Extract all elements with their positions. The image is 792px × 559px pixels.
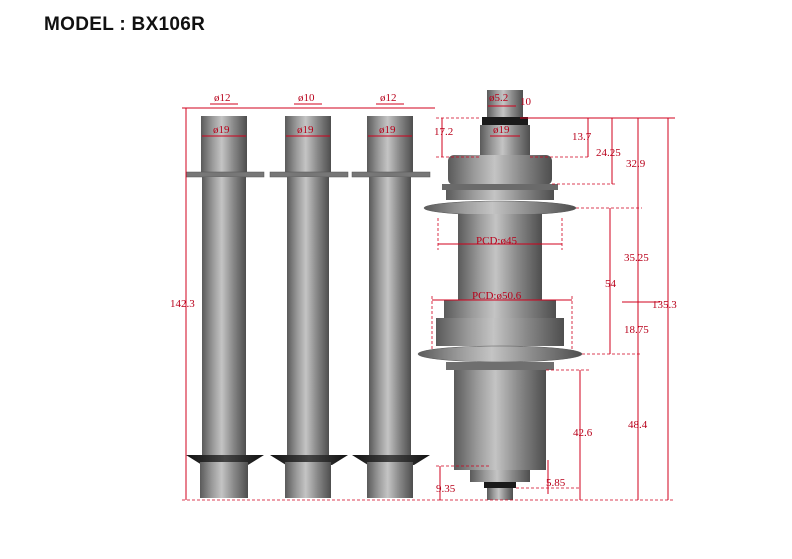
axle-offset-label: 9.35 [436,483,456,495]
axle2-shoulder-diameter: ø19 [297,124,314,136]
dim-32-9: 32.9 [626,158,646,170]
axle1-shoulder-diameter: ø19 [213,124,230,136]
hub-end-length: 10 [520,96,532,108]
model-title: MODEL : BX106R [44,14,206,35]
dim-42-6: 42.6 [573,427,593,439]
dim-24-25: 24.25 [596,147,621,159]
dim-18-75: 18.75 [624,324,649,336]
hub-dimension-lines [431,105,675,501]
axle-2 [269,116,349,498]
dim-54: 54 [605,278,617,290]
dim-5-85: 5.85 [546,477,566,489]
axle2-end-diameter: ø10 [298,92,315,104]
cap-height-label: 17.2 [434,126,453,138]
pcd-50-6-label: PCD:ø50.6 [472,290,522,302]
axle-dimension-lines [182,103,490,501]
dim-35-25: 35.25 [624,252,649,264]
axle-1 [185,116,265,498]
axle1-end-diameter: ø12 [214,92,231,104]
hub-shoulder-diameter: ø19 [493,124,510,136]
dim-13-7: 13.7 [572,131,592,143]
axle3-end-diameter: ø12 [380,92,397,104]
axle-3 [351,116,431,498]
pcd-45-label: PCD:ø45 [476,235,517,247]
axle-length-label: 142.3 [170,298,195,310]
hub-end-diameter: ø5.2 [489,92,508,104]
dimension-labels: ø12 ø10 ø12 ø19 ø19 ø19 142.3 17.2 9.35 … [170,92,677,495]
axle3-shoulder-diameter: ø19 [379,124,396,136]
dim-135-3: 135.3 [652,299,677,311]
hub-body [417,90,583,500]
dim-48-4: 48.4 [628,419,648,431]
